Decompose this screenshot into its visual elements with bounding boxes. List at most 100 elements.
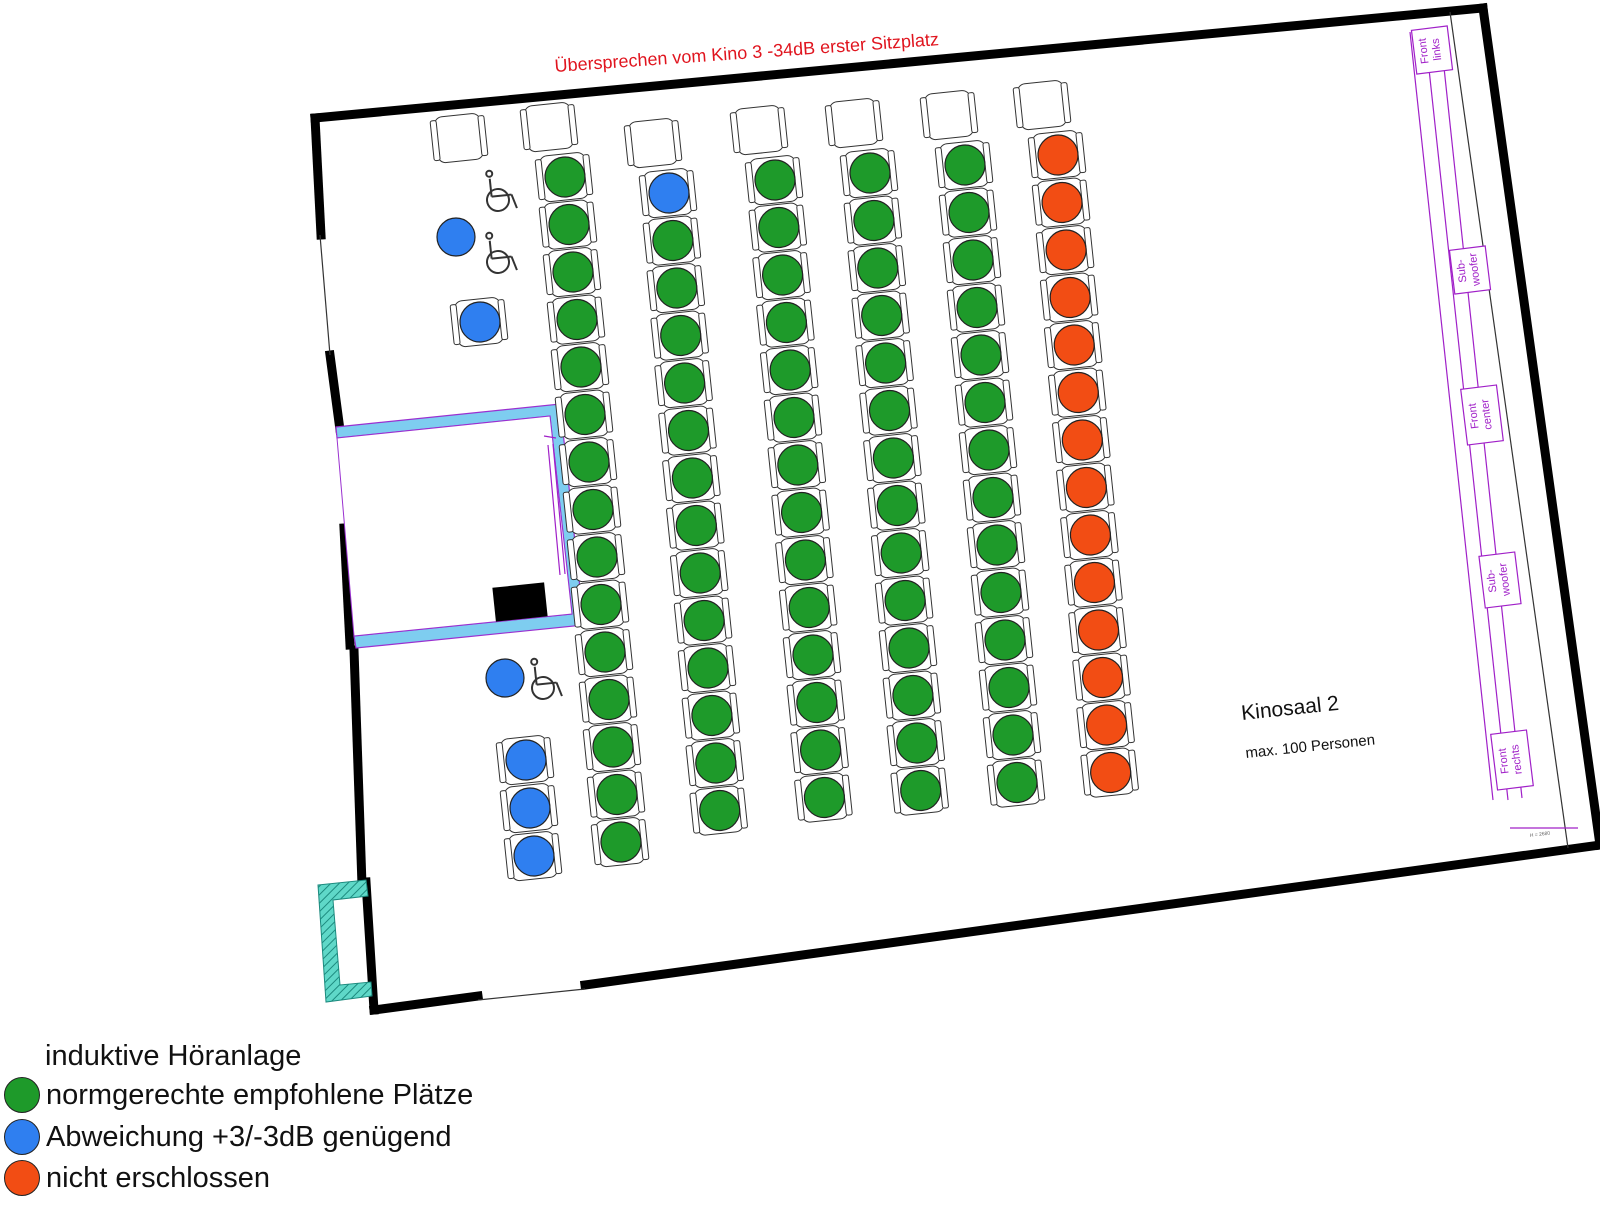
seat-dot-not_covered [1073,561,1116,604]
legend-label-not-covered: nicht erschlossen [46,1161,271,1194]
blue-spot-wheelchair-upper [436,217,476,257]
seat-dot-recommended [980,571,1022,614]
seat-col6-row5 [1043,320,1103,371]
seat-dot-recommended [663,362,706,404]
seat-dot-recommended [992,714,1034,756]
seat-col4-row10 [874,575,934,626]
seat-dot-recommended [849,152,891,194]
seat-dot-recommended [544,156,586,198]
seat-dot-recommended [691,694,733,737]
speaker-sub-bottom-line1: Sub- [1485,568,1500,593]
seat-col3-row14 [794,772,853,823]
seat-col2-row11 [677,643,737,694]
front-speakers: Front links Sub- woofer Front center Sub… [1409,25,1578,839]
seat-col4-row13 [886,718,946,769]
speaker-sub-bottom: Sub- woofer [1478,551,1522,609]
seat-col2-row3 [646,263,706,314]
seat-col1-row12 [578,674,638,725]
wheelchair-icon [485,169,518,212]
seat-dot-not_covered [1041,181,1083,224]
legend-dot-green [4,1077,40,1113]
seat-col3-row4 [756,297,815,348]
seat-dot-recommended [896,722,938,764]
blue-spot-wheelchair-lower [485,658,525,698]
seat-dot-recommended [996,761,1038,804]
height-mark: H = 2680 [1530,831,1551,839]
seat-dot-recommended [984,619,1026,661]
seat-col3-row8 [771,487,830,538]
seat-col2-row14 [689,785,748,836]
seat-col4-row5 [855,338,914,389]
seat-dot-deviation [509,787,551,829]
seat-dot-not_covered [1045,229,1087,271]
seat-dot-recommended [564,393,606,436]
seat-col1-row13 [582,722,642,773]
seat-wheelchair-upper [449,297,509,348]
speaker-sub-top-line1: Sub- [1455,258,1470,283]
seat-col1-row1 [534,152,594,203]
empty-seat-col5 [919,90,979,141]
seat-col2-row13 [685,738,745,789]
seat-col6-row1 [1027,130,1087,181]
seat-dot-recommended [799,729,842,771]
legend-item-not-covered: nicht erschlossen [4,1158,270,1198]
seat-col1-row15 [590,817,650,868]
wheelchair-icon [530,657,563,700]
door-lines [319,11,1569,1001]
seat-dot-recommended [884,579,926,622]
seat-dot-not_covered [1065,466,1107,509]
seat-col5-row1 [934,140,994,191]
speaker-front-center-line2: center [1479,398,1495,430]
seat-dot-recommended [876,484,918,527]
seat-dot-not_covered [1037,134,1079,176]
seat-dot-recommended [699,789,741,832]
seat-dot-recommended [683,599,725,642]
seat-dot-recommended [792,634,834,676]
seat-dot-recommended [580,583,622,626]
seat-col3-row1 [744,155,804,206]
empty-seat-col1 [519,102,579,153]
room-name: Kinosaal 2 [1240,692,1340,725]
seat-dot-not_covered [1049,276,1091,319]
seat-col1-row2 [538,199,598,250]
seat-dot-recommended [652,219,694,262]
seat-col1-row14 [586,769,646,820]
seat-dot-recommended [868,389,911,432]
seat-dot-recommended [773,396,815,439]
seat-dot-recommended [803,776,846,819]
seat-dot-recommended [952,239,994,281]
seat-col1-row11 [574,627,634,678]
seat-dot-recommended [872,437,915,479]
seat-col6-row2 [1031,177,1091,228]
seat-dot-recommended [548,203,590,246]
speaker-front-right: Front rechts [1490,729,1534,791]
legend-item-deviation: Abweichung +3/-3dB genügend [4,1117,452,1157]
seat-col1-row8 [562,484,622,535]
seat-dot-recommended [576,536,618,578]
empty-seat-col3 [729,105,789,156]
seat-col5-row13 [982,710,1042,761]
seat-dot-recommended [695,742,737,784]
seat-dot-not_covered [1081,656,1124,699]
legend-label-recommended: normgerechte empfohlene Plätze [46,1078,474,1111]
seat-col6-row10 [1064,557,1123,608]
seat-col3-row5 [759,345,819,396]
seat-col5-row4 [946,282,1006,333]
speaker-front-right-line1: Front [1497,747,1512,774]
seat-col5-row10 [970,567,1030,618]
seat-col2-row10 [673,595,733,646]
room-capacity: max. 100 Personen [1245,731,1376,762]
seat-wheelchair-lower-1 [495,735,555,786]
seat-col2-row2 [642,215,702,266]
seat-dot-recommended [572,488,614,531]
seat-dot-recommended [675,504,717,547]
legend-title: induktive Höranlage [45,1040,302,1072]
seat-dot-recommended [853,199,895,242]
seat-col5-row5 [950,330,1010,381]
seat-col3-row3 [752,250,811,301]
speaker-sub-top-line2: woofer [1467,252,1483,288]
exit-door [317,879,373,1003]
seat-dot-recommended [761,254,804,296]
seat-dot-recommended [588,678,630,721]
